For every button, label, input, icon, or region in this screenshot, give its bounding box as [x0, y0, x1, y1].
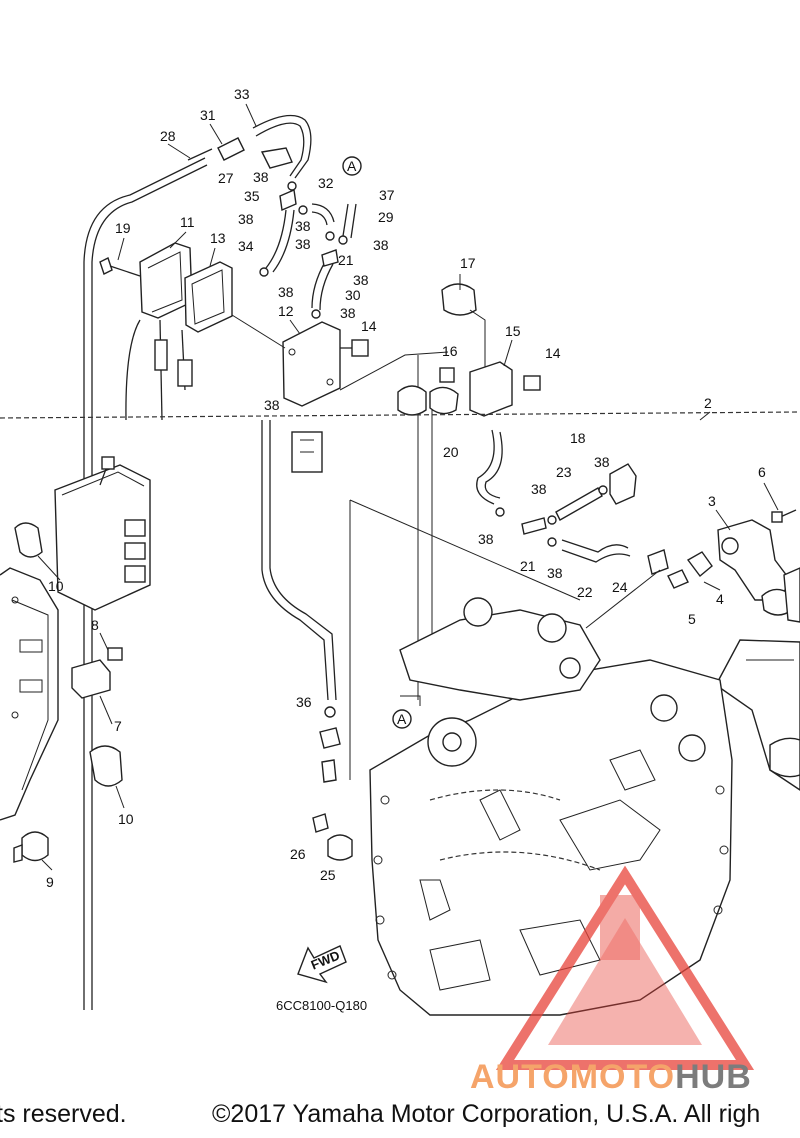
callout-38i: 38 [264, 397, 280, 413]
callout-18: 18 [570, 430, 586, 446]
callout-19: 19 [115, 220, 131, 236]
upper-right-hoses [397, 283, 669, 575]
callout-23: 23 [556, 464, 572, 480]
watermark-moto: MOTO [569, 1058, 676, 1096]
callout-34: 34 [238, 238, 254, 254]
callout-20: 20 [443, 444, 459, 460]
callout-13: 13 [210, 230, 226, 246]
callout-26: 26 [290, 846, 306, 862]
leader-lines [37, 103, 779, 871]
watermark-hub: HUB [675, 1058, 752, 1096]
callout-22: 22 [577, 584, 593, 600]
callout-28: 28 [160, 128, 176, 144]
callout-10a: 10 [48, 578, 64, 594]
fwd-arrow-icon [297, 945, 347, 984]
callout-14a: 14 [361, 318, 377, 334]
callout-6: 6 [758, 464, 766, 480]
callout-31: 31 [200, 107, 216, 123]
electrical-box-assembly [0, 157, 233, 1010]
callout-38g: 38 [278, 284, 294, 300]
callout-21a: 21 [338, 252, 354, 268]
fuel-hose-assembly [187, 114, 581, 861]
callout-8: 8 [91, 617, 99, 633]
marker-a-lower: A [397, 711, 407, 727]
callout-25: 25 [320, 867, 336, 883]
callout-38f: 38 [353, 272, 369, 288]
callout-29: 29 [378, 209, 394, 225]
callout-4: 4 [716, 591, 724, 607]
callout-38e: 38 [373, 237, 389, 253]
callout-5: 5 [688, 611, 696, 627]
engine-mount-assembly [585, 509, 800, 791]
callout-2: 2 [704, 395, 712, 411]
callout-38m: 38 [547, 565, 563, 581]
callout-16: 16 [442, 343, 458, 359]
callout-labels: 2 3 4 5 6 7 8 9 10 10 11 12 13 14 14 15 … [46, 86, 766, 1013]
footer-copyright: ©2017 Yamaha Motor Corporation, U.S.A. A… [212, 1100, 761, 1128]
callout-38a: 38 [253, 169, 269, 185]
watermark-text: AUTOMOTOHUB [470, 1058, 752, 1097]
callout-12: 12 [278, 303, 294, 319]
callout-38d: 38 [295, 236, 311, 252]
callout-15: 15 [505, 323, 521, 339]
callout-36: 36 [296, 694, 312, 710]
callout-7: 7 [114, 718, 122, 734]
cylinder-block [369, 597, 733, 1016]
scan-artifact-line [0, 411, 800, 419]
watermark-auto: AUTO [470, 1058, 570, 1096]
callout-24: 24 [612, 579, 628, 595]
callout-38h: 38 [340, 305, 356, 321]
callout-38l: 38 [478, 531, 494, 547]
part-code: 6CC8100-Q180 [276, 998, 367, 1013]
watermark-logo [495, 865, 755, 1070]
callout-30: 30 [345, 287, 361, 303]
callout-35: 35 [244, 188, 260, 204]
callout-38j: 38 [594, 454, 610, 470]
callout-14b: 14 [545, 345, 561, 361]
callout-38c: 38 [295, 218, 311, 234]
marker-a-upper: A [347, 158, 357, 174]
footer-rights-left: ts reserved. [0, 1100, 127, 1128]
callout-3: 3 [708, 493, 716, 509]
callout-38k: 38 [531, 481, 547, 497]
callout-33: 33 [234, 86, 250, 102]
callout-38b: 38 [238, 211, 254, 227]
callout-10b: 10 [118, 811, 134, 827]
callout-32: 32 [318, 175, 334, 191]
callout-27: 27 [218, 170, 234, 186]
callout-17: 17 [460, 255, 476, 271]
callout-37: 37 [379, 187, 395, 203]
callout-21b: 21 [520, 558, 536, 574]
callout-9: 9 [46, 874, 54, 890]
callout-11: 11 [180, 214, 195, 230]
